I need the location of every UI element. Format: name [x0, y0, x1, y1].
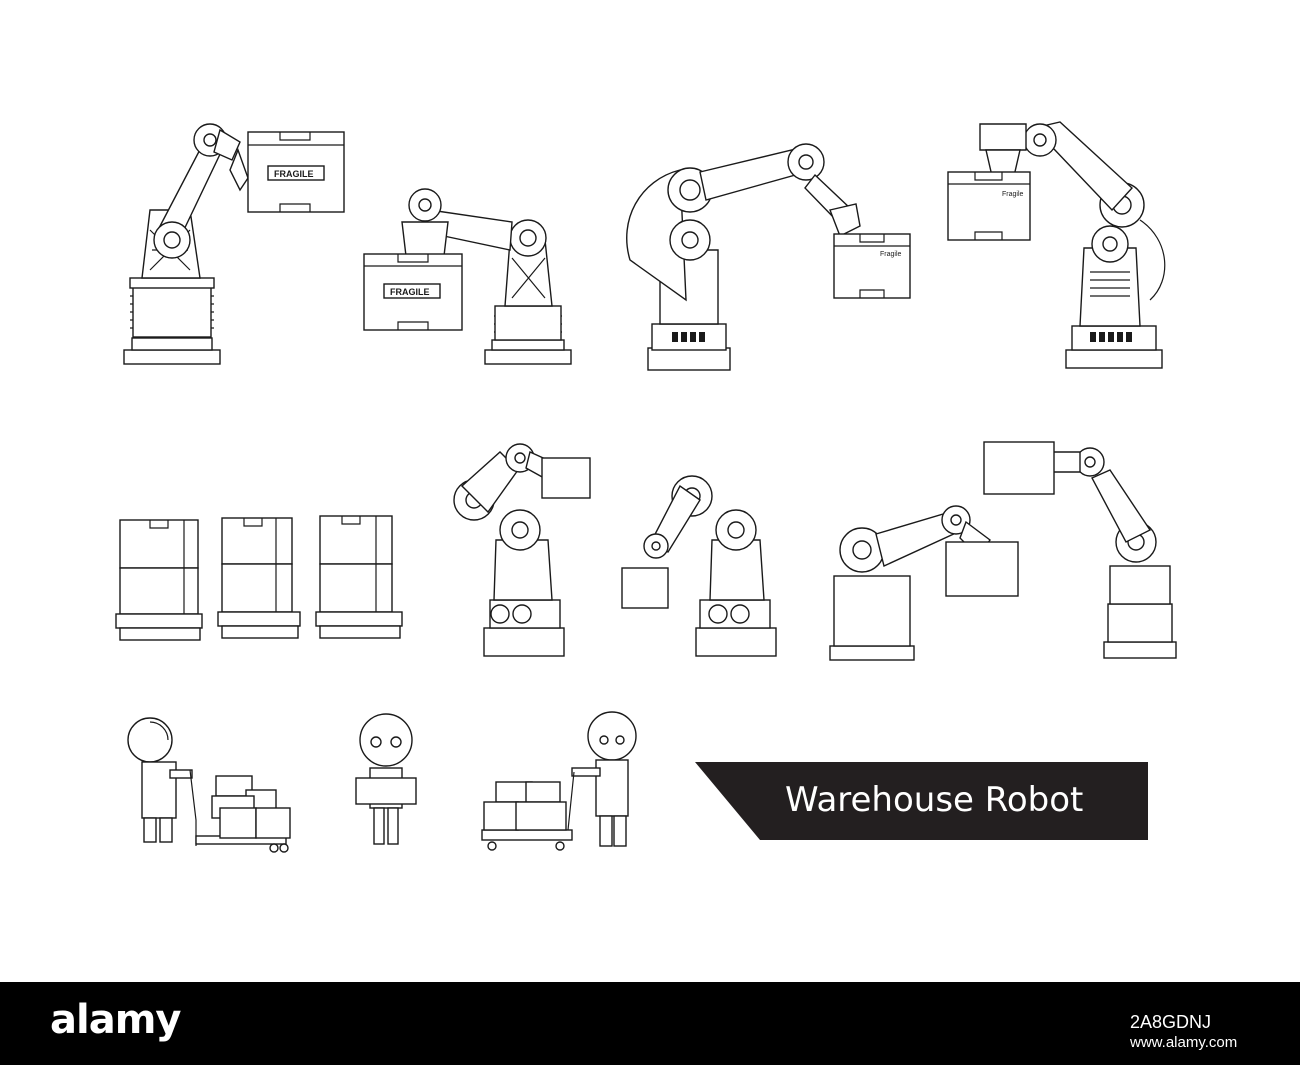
- fragile-label: Fragile: [880, 251, 902, 258]
- robot-arm-1: FRAGILE: [123, 123, 345, 365]
- fragile-label: Fragile: [1002, 191, 1024, 198]
- robot-arm-8: [983, 441, 1177, 659]
- humanoid-robot-2: [355, 713, 417, 845]
- fragile-label: FRAGILE: [274, 169, 314, 179]
- site-url: www.alamy.com: [1130, 1034, 1238, 1051]
- robot-arm-3: Fragile: [626, 143, 911, 371]
- humanoid-robot-3: [481, 711, 637, 851]
- robot-arm-6: [621, 475, 777, 657]
- robot-arm-2: FRAGILE: [363, 188, 572, 365]
- title-banner: [695, 762, 1148, 840]
- humanoid-robot-1: [127, 717, 291, 853]
- box-pallets: [115, 515, 403, 641]
- fragile-label: FRAGILE: [390, 287, 430, 297]
- robot-arm-4: Fragile: [947, 121, 1166, 369]
- robot-arm-5: [453, 443, 591, 657]
- brand-logo: alamy: [50, 997, 181, 1043]
- page-title: Warehouse Robot: [785, 780, 1084, 820]
- robot-arm-7: [829, 505, 1019, 661]
- stock-footer: [0, 982, 1300, 1065]
- robot-line-art: FRAGILE FRAGILE F: [115, 121, 1177, 853]
- image-id: 2A8GDNJ: [1130, 1012, 1212, 1032]
